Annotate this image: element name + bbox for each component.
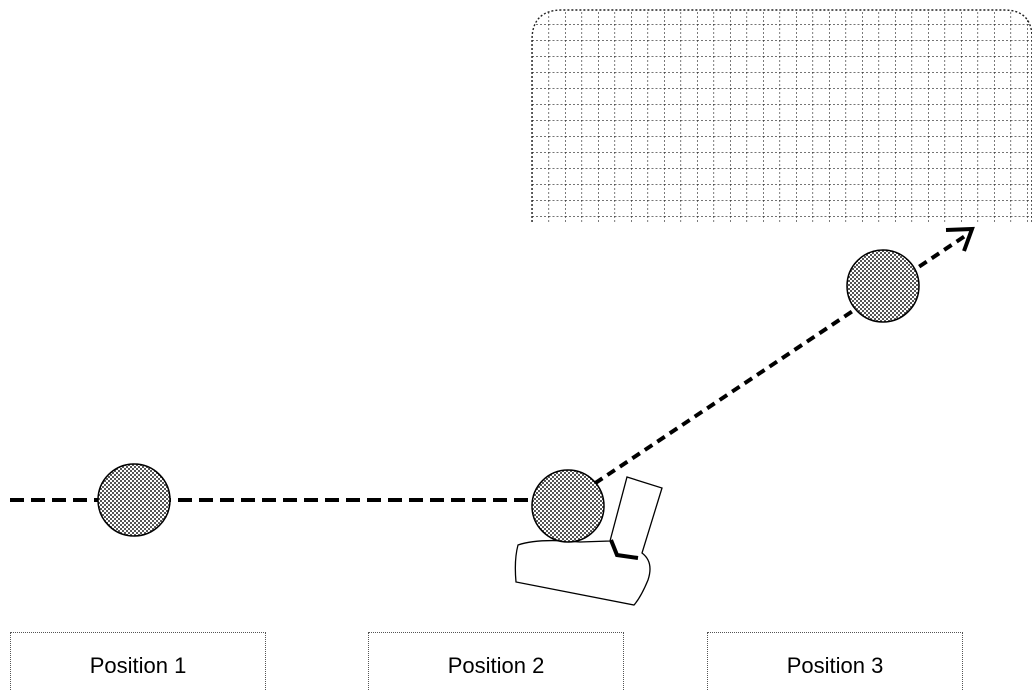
position-3-text: Position 3 <box>786 652 884 678</box>
arrow-head-icon <box>945 226 975 252</box>
position-2-label: Position 2 <box>368 632 624 690</box>
boot-icon <box>514 476 663 606</box>
goal-net <box>531 9 1032 222</box>
ball-position-2 <box>531 469 605 543</box>
ball-position-3 <box>846 249 920 323</box>
position-3-label: Position 3 <box>707 632 963 690</box>
position-1-label: Position 1 <box>10 632 266 690</box>
position-2-text: Position 2 <box>447 652 545 678</box>
ball-position-1 <box>97 463 171 537</box>
position-1-text: Position 1 <box>89 652 187 678</box>
